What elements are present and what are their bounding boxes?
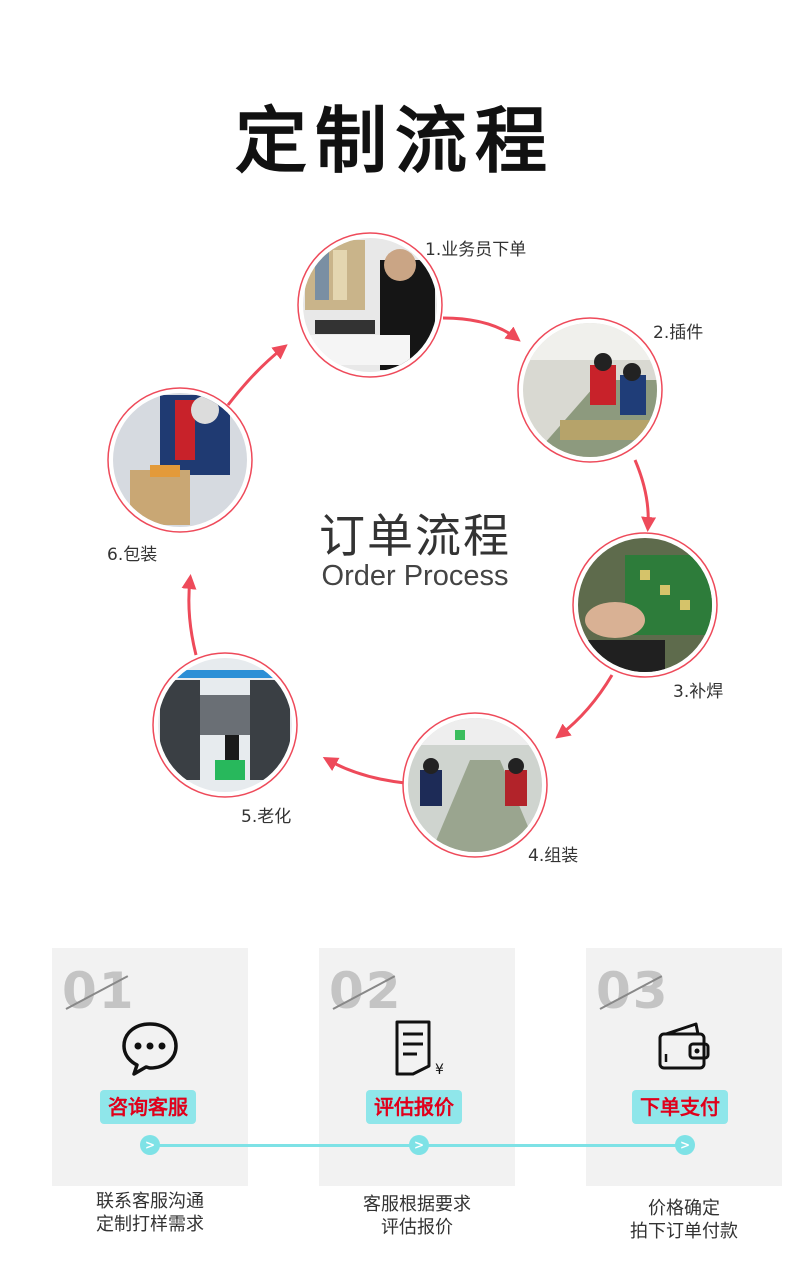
badge-consult: 咨询客服	[100, 1090, 196, 1124]
wallet-icon	[658, 1022, 710, 1070]
timeline-dot-3: >	[675, 1135, 695, 1155]
arrow-2-to-3	[633, 459, 657, 532]
step-label-3: 3.补焊	[673, 682, 724, 702]
desc-line: 联系客服沟通	[96, 1191, 204, 1212]
step-label-6: 6.包装	[107, 545, 158, 565]
arrow-1-to-2	[442, 316, 521, 342]
page-title: 定制流程	[234, 99, 555, 183]
center-title: 订单流程	[319, 509, 511, 563]
packing-photo	[113, 393, 247, 527]
desc-line: 价格确定	[648, 1198, 720, 1219]
desc-line: 定制打样需求	[96, 1214, 204, 1235]
arrow-3-to-4	[555, 674, 614, 739]
step-label-1: 1.业务员下单	[425, 240, 527, 260]
aging-rack-photo	[158, 658, 292, 792]
svg-text:¥: ¥	[435, 1062, 444, 1078]
desc-line: 评估报价	[381, 1217, 453, 1238]
card-description-3: 价格确定 拍下订单付款	[584, 1197, 784, 1243]
arrow-5-to-6	[181, 574, 198, 656]
chat-bubble-icon	[122, 1022, 178, 1076]
step-label-4: 4.组装	[528, 846, 579, 866]
soldering-photo	[578, 538, 712, 672]
step-label-5: 5.老化	[241, 807, 292, 827]
badge-pay: 下单支付	[632, 1090, 728, 1124]
assembly-line-photo	[523, 323, 657, 457]
card-description-1: 联系客服沟通 定制打样需求	[50, 1190, 250, 1236]
process-cycle-diagram	[107, 232, 718, 858]
center-subtitle: Order Process	[321, 560, 509, 592]
timeline-dot-1: >	[140, 1135, 160, 1155]
step-label-2: 2.插件	[653, 323, 704, 343]
desc-line: 客服根据要求	[363, 1194, 471, 1215]
timeline-dot-2: >	[409, 1135, 429, 1155]
arrow-4-to-5	[322, 757, 406, 785]
office-photo	[303, 238, 437, 372]
quote-document-icon: ¥	[395, 1020, 444, 1078]
arrow-6-to-1	[226, 344, 288, 406]
badge-quote: 评估报价	[366, 1090, 462, 1124]
desc-line: 拍下订单付款	[630, 1221, 738, 1242]
card-description-2: 客服根据要求 评估报价	[317, 1193, 517, 1239]
